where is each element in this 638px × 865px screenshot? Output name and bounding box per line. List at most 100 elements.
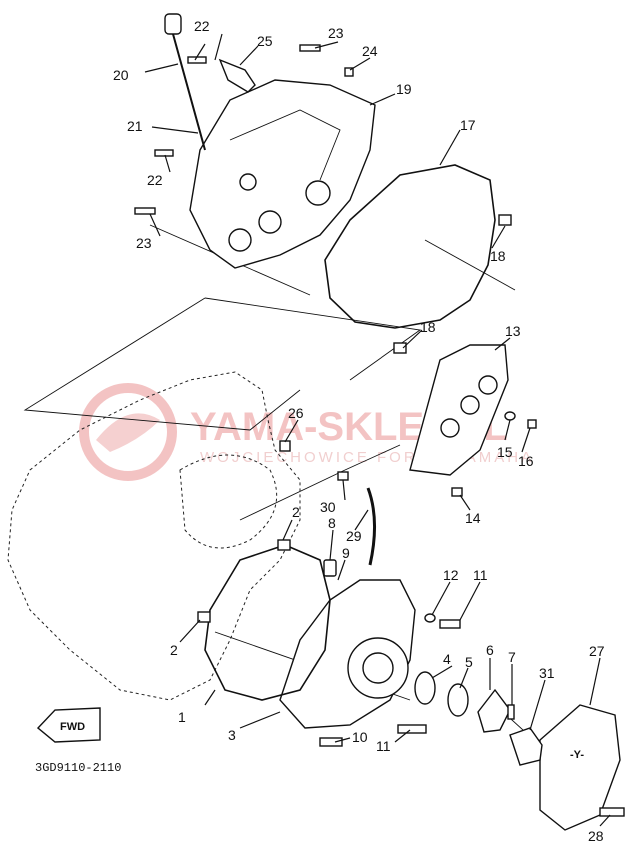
part-bolt-28 (599, 807, 625, 817)
callout-13: 13 (505, 323, 521, 339)
clutch-cover-port-2 (258, 210, 282, 234)
sprocket-cover-hole-1 (440, 418, 460, 438)
diagram-code: 3GD9110-2110 (35, 761, 121, 775)
clutch-cover-port-1 (228, 228, 252, 252)
part-dowel-2a (277, 539, 291, 551)
part-rod-20 (172, 33, 206, 151)
part-crankcase-cover (279, 579, 416, 729)
watermark-logo-swoosh-icon (96, 413, 160, 452)
part-collar-18a (498, 214, 512, 226)
callout-11b: 11 (376, 738, 391, 754)
crank-cap-body (539, 704, 621, 831)
leader-lines (144, 33, 611, 827)
crankcase-cover-bore-inner (362, 652, 394, 684)
callout-11a: 11 (473, 567, 488, 583)
part-bolt-23b (134, 207, 156, 215)
callout-2a: 2 (292, 504, 300, 520)
part-bolt-26 (279, 440, 291, 452)
part-crankcase-gasket (204, 544, 331, 701)
clutch-cover-port-3 (305, 180, 331, 206)
part-crank-cap: -Y- (539, 704, 621, 831)
part-bolt-16 (527, 419, 537, 429)
part-washer-15 (504, 411, 516, 421)
fwd-arrow-icon: FWD (36, 707, 101, 743)
part-dowel-2b (197, 611, 211, 623)
part-sprocket-cover (409, 344, 509, 476)
part-washer-12 (424, 613, 436, 623)
part-clutch-gasket (324, 164, 496, 329)
clutch-cover-rib (229, 109, 341, 181)
guide-line-gasket (424, 239, 516, 291)
small-parts (134, 13, 625, 817)
callout-5: 5 (465, 654, 473, 670)
callout-19: 19 (396, 81, 412, 97)
callout-1: 1 (178, 709, 186, 725)
callout-10: 10 (352, 729, 368, 745)
callout-9: 9 (342, 545, 350, 561)
callout-17: 17 (460, 117, 476, 133)
callout-22a: 22 (194, 18, 210, 34)
sprocket-cover-hole-2 (460, 395, 480, 415)
callout-26: 26 (288, 405, 304, 421)
watermark-subtitle: WOJCIECHOWICE FORUM YAMAHA (200, 449, 534, 466)
part-bolt-14 (451, 487, 463, 497)
callout-22b: 22 (147, 172, 163, 188)
clutch-cover-port-4 (239, 173, 257, 191)
callout-labels: 1 2 2 3 4 5 6 7 8 9 10 11 11 12 13 14 15… (113, 18, 605, 844)
callout-30: 30 (320, 499, 336, 515)
fwd-label: FWD (60, 721, 85, 733)
callout-23a: 23 (328, 25, 344, 41)
part-bolt-7 (507, 704, 515, 720)
part-bolt-22b (154, 149, 174, 157)
callout-15: 15 (497, 444, 513, 460)
guide-plane-upper-right (204, 297, 422, 381)
part-plug-8 (323, 559, 337, 577)
callout-28: 28 (588, 828, 604, 844)
fwd-arrow-shape (36, 707, 101, 743)
part-plate-6 (477, 688, 511, 733)
part-seal-4 (414, 671, 436, 705)
part-cap-20 (164, 13, 182, 35)
part-bearing-5 (447, 683, 469, 717)
callout-12: 12 (443, 567, 459, 583)
part-hose-29 (366, 487, 377, 566)
callout-23b: 23 (136, 235, 152, 251)
part-bolt-30 (337, 471, 349, 481)
part-bolt-11b (397, 724, 427, 734)
callout-8: 8 (328, 515, 336, 531)
callout-18a: 18 (490, 248, 506, 264)
part-collar-18b (393, 342, 407, 354)
engine-case-outline (7, 371, 301, 701)
part-bolt-24 (344, 67, 354, 77)
engine-case-dashed (7, 371, 301, 701)
callout-21: 21 (127, 118, 143, 134)
callout-2b: 2 (170, 642, 178, 658)
watermark-logo-icon (79, 383, 177, 481)
part-bolt-11a (439, 619, 461, 629)
part-bolt-10 (319, 737, 343, 747)
callout-31: 31 (539, 665, 555, 681)
callout-6: 6 (486, 642, 494, 658)
callout-14: 14 (465, 510, 481, 526)
guide-plane-lower (239, 444, 401, 521)
sprocket-cover-hole-3 (478, 375, 498, 395)
part-collar-31 (509, 727, 543, 766)
callout-25: 25 (257, 33, 273, 49)
crank-cap-mark: -Y- (570, 749, 584, 761)
callout-27: 27 (589, 643, 605, 659)
part-lever-25 (218, 58, 256, 93)
guide-plane-upper (23, 297, 301, 431)
callout-29: 29 (346, 528, 362, 544)
callout-18b: 18 (420, 319, 436, 335)
part-clutch-cover (189, 79, 376, 269)
part-bolt-23a (299, 44, 321, 52)
callout-3: 3 (228, 727, 236, 743)
engine-case-dashed-inner (179, 454, 278, 549)
callout-4: 4 (443, 651, 451, 667)
callout-20: 20 (113, 67, 129, 83)
callout-7: 7 (508, 649, 516, 665)
clutch-cover-body (189, 79, 376, 269)
callout-16: 16 (518, 453, 534, 469)
callout-24: 24 (362, 43, 378, 59)
